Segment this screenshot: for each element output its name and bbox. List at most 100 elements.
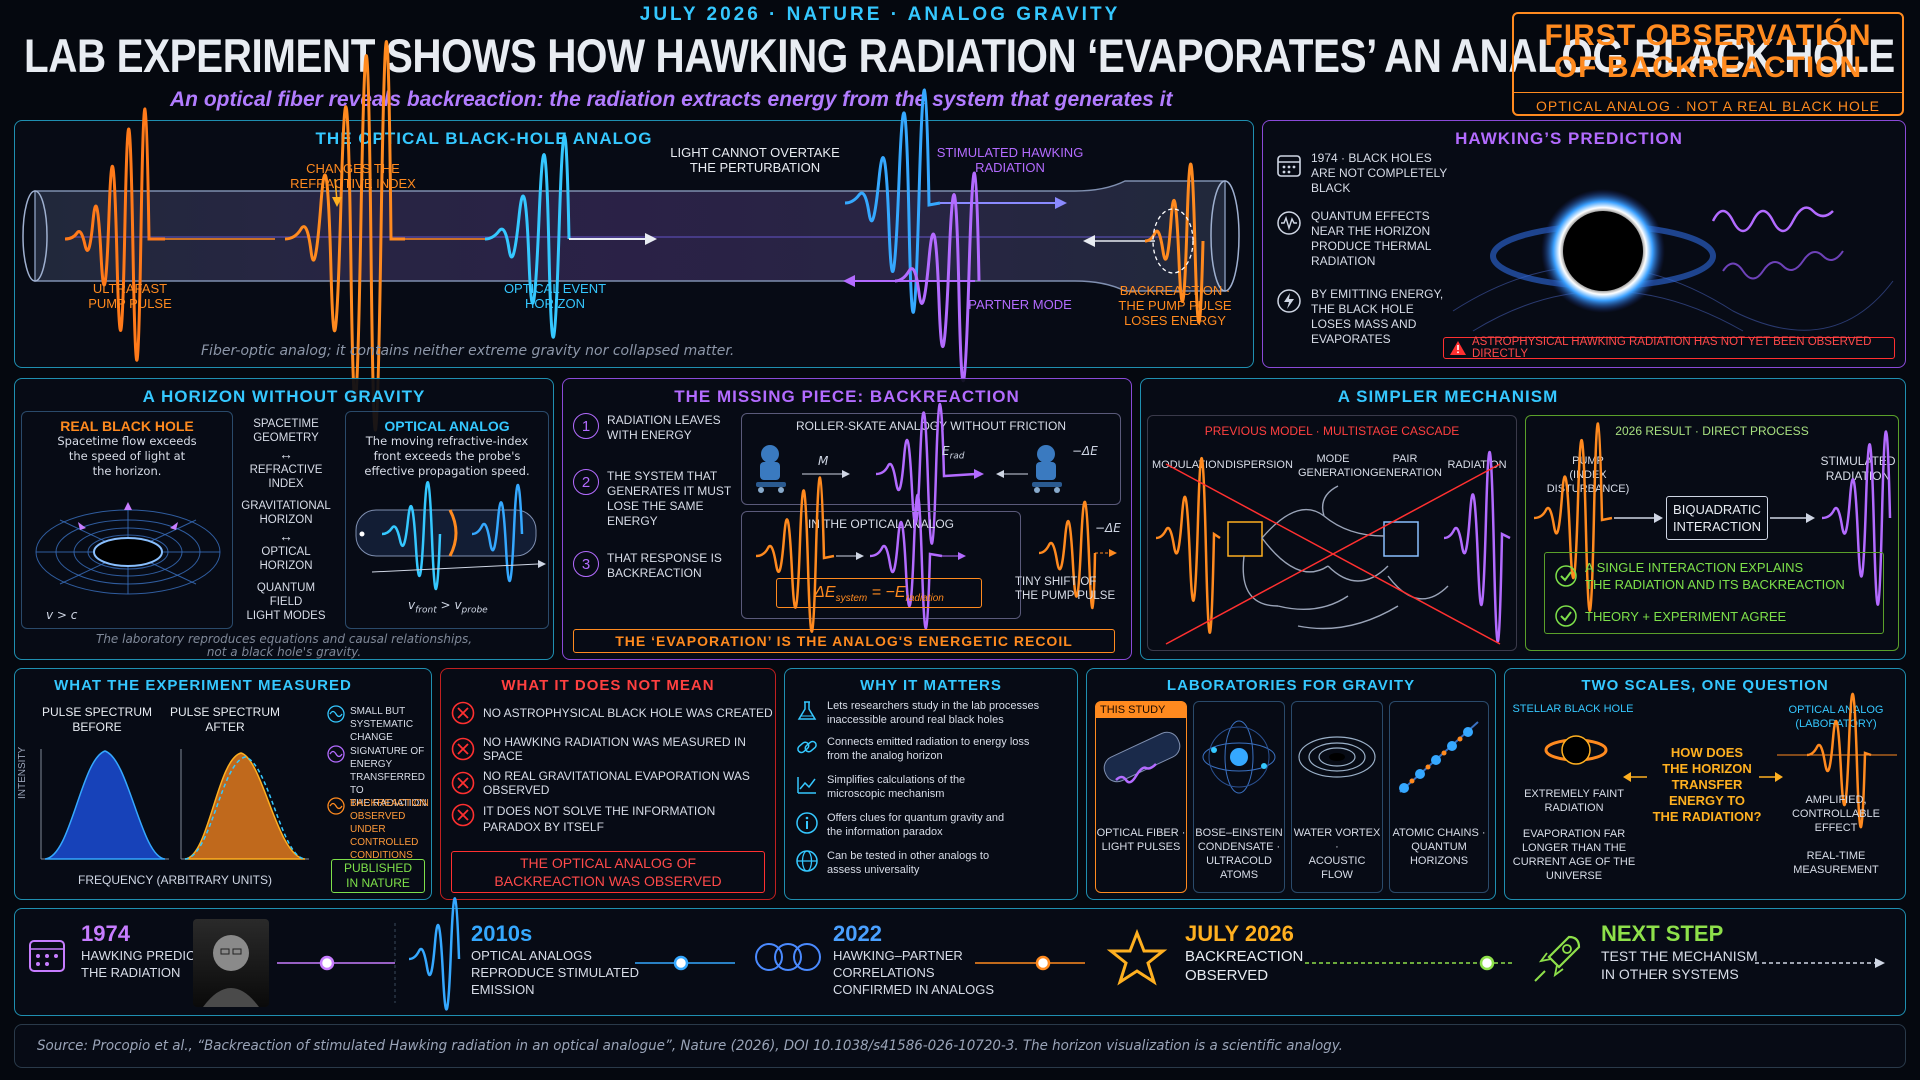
wave-icon (327, 745, 345, 763)
timeline-connectors (277, 923, 1885, 1003)
spectrum-after (184, 752, 306, 860)
not-mean-text-2: NO HAWKING RADIATION WAS MEASURED IN SPA… (483, 735, 746, 763)
prediction-item-1: 1974 · BLACK HOLES ARE NOT COMPLETELY BL… (1275, 151, 1447, 196)
matters-text-1: Lets researchers study in the lab proces… (827, 700, 1040, 726)
step-number-2: 2 (573, 469, 599, 495)
direct-process-diagram (1533, 422, 1892, 612)
horizon-panel: A HORIZON WITHOUT GRAVITY REAL BLACK HOL… (14, 378, 554, 660)
velocity-inequality: vfront > vprobe (408, 598, 488, 616)
stimulated-label: STIMULATED HAWKING RADIATION (936, 145, 1084, 175)
not-mean-text-3: NO REAL GRAVITATIONAL EVAPORATION WAS OB… (483, 769, 750, 797)
biquadratic-box: BIQUADRATIC INTERACTION (1666, 496, 1768, 540)
not-mean-banner: THE OPTICAL ANALOG OF BACKREACTION WAS O… (451, 851, 765, 893)
map-light: LIGHT MODES (246, 610, 326, 622)
timeline-2022: 2022 HAWKING–PARTNER CORRELATIONS CONFIR… (833, 921, 994, 998)
why-matters-panel: WHY IT MATTERS Lets researchers study in… (784, 668, 1078, 900)
spectrum-before (44, 750, 166, 860)
timeline-text-2026: BACKREACTION OBSERVED (1185, 948, 1304, 984)
cascade-diagram (1155, 450, 1511, 645)
stellar-faint: EXTREMELY FAINT RADIATION (1524, 788, 1624, 814)
x-circle-icon (451, 737, 475, 761)
badge-title-2: OF BACKREACTION (1553, 51, 1863, 84)
warning-icon (1450, 341, 1466, 355)
checks-box: A SINGLE INTERACTION EXPLAINS THE RADIAT… (1544, 552, 1884, 634)
tiny-shift-wave (1038, 500, 1117, 610)
prediction-text-3: BY EMITTING ENERGY, THE BLACK HOLE LOSES… (1311, 287, 1444, 346)
prediction-text-1: 1974 · BLACK HOLES ARE NOT COMPLETELY BL… (1311, 151, 1448, 195)
fiber-end-left (22, 190, 48, 282)
why-matters-title: WHY IT MATTERS (860, 677, 1002, 694)
rocket-icon (1529, 931, 1585, 987)
first-observation-badge: FIRST OBSERVATIÓN OF BACKREACTION OPTICA… (1512, 12, 1904, 116)
source-panel: Source: Procopio et al., “Backreaction o… (14, 1024, 1906, 1068)
in-optical-label: IN THE OPTICAL ANALOG (807, 517, 955, 531)
intensity-axis-label: INTENSITY (17, 746, 28, 799)
lab-text-2: BOSE–EINSTEIN CONDENSATE · ULTRACOLD ATO… (1195, 827, 1283, 881)
backreaction-label: BACKREACTION · THE PUMP PULSE LOSES ENER… (1118, 283, 1232, 328)
stimulated-pulse-wave (844, 88, 941, 314)
timeline-panel: 1974 HAWKING PREDICTS THE RADIATION 2010… (14, 897, 1906, 1016)
mapping-column: SPACETIME GEOMETRY ↔ REFRACTIVE INDEX GR… (241, 417, 331, 623)
check-text-1: A SINGLE INTERACTION EXPLAINS THE RADIAT… (1585, 560, 1845, 592)
mass-label: M (818, 454, 829, 468)
scales-title: TWO SCALES, ONE QUESTION (1581, 677, 1829, 694)
not-mean-item-4: IT DOES NOT SOLVE THE INFORMATION PARADO… (451, 803, 715, 835)
timeline-year-2022: 2022 (833, 921, 882, 946)
minus-de-optical: −ΔE (1095, 521, 1121, 535)
calendar-icon (27, 935, 67, 975)
not-mean-text-1: NO ASTROPHYSICAL BLACK HOLE WAS CREATED (483, 706, 773, 720)
energy-icon (1275, 287, 1303, 315)
matters-item-4: Offers clues for quantum gravity and the… (795, 811, 1004, 839)
step-text-1: RADIATION LEAVES WITH ENERGY (607, 413, 721, 442)
previous-model-box: PREVIOUS MODEL · MULTISTAGE CASCADE MODU… (1147, 415, 1517, 651)
mechanism-title: A SIMPLER MECHANISM (1337, 387, 1559, 406)
label-dispersion: DISPERSION (1225, 459, 1293, 471)
optical-amplified: AMPLIFIED, CONTROLLABLE EFFECT (1791, 794, 1881, 834)
measured-note-1: SMALL BUT SYSTEMATIC CHANGE (327, 705, 431, 744)
badge-title-1: FIRST OBSERVATIÓN (1544, 19, 1872, 52)
not-mean-panel: WHAT IT DOES NOT MEAN NO ASTROPHYSICAL B… (440, 668, 776, 900)
vortex-thumb (1298, 736, 1376, 778)
energy-equation: ΔEsystem = −Eradiation (776, 578, 982, 608)
published-badge: PUBLISHED IN NATURE (331, 859, 425, 893)
matters-item-5: Can be tested in other analogs to assess… (795, 849, 989, 877)
map-refractive: REFRACTIVE INDEX (249, 464, 323, 490)
label-mode-generation: MODE GENERATION (1298, 453, 1370, 479)
fiber-end-right (1210, 180, 1240, 292)
x-circle-icon (451, 701, 475, 725)
label-modulation: MODULATION (1152, 459, 1225, 471)
label-pair-generation: PAIR GENERATION (1370, 453, 1442, 479)
measured-note-2: SIGNATURE OF ENERGY TRANSFERRED TO THE R… (327, 745, 431, 810)
chart-icon (795, 773, 819, 797)
source-citation: Source: Procopio et al., “Backreaction o… (37, 1038, 1343, 1054)
tiny-shift-label: TINY SHIFT OF THE PUMP PULSE (1015, 576, 1116, 602)
lab-water-vortex: WATER VORTEX · ACOUSTIC FLOW (1291, 701, 1383, 893)
horizon-grid (35, 502, 221, 595)
analog-title: THE OPTICAL BLACK-HOLE ANALOG (315, 129, 653, 148)
fiber-diagram (22, 40, 1240, 432)
matters-text-2: Connects emitted radiation to energy los… (827, 736, 1030, 762)
not-mean-item-1: NO ASTROPHYSICAL BLACK HOLE WAS CREATED (451, 701, 773, 725)
timeline-2010s: 2010s OPTICAL ANALOGS REPRODUCE STIMULAT… (471, 921, 639, 998)
horizon-title: A HORIZON WITHOUT GRAVITY (142, 387, 426, 406)
scales-arrows (1623, 772, 1783, 782)
matters-item-3: Simplifies calculations of the microscop… (795, 773, 965, 801)
optical-title: OPTICAL ANALOG (384, 418, 510, 434)
bec-thumb (1202, 720, 1276, 794)
page-title: LAB EXPERIMENT SHOWS HOW HAWKING RADIATI… (24, 29, 1895, 82)
measured-panel: WHAT THE EXPERIMENT MEASURED PULSE SPECT… (14, 668, 432, 900)
note-text-2: SIGNATURE OF ENERGY TRANSFERRED TO THE R… (350, 746, 427, 809)
calendar-icon (1275, 151, 1303, 179)
stimulated-label-2: STIMULATED RADIATION (1820, 454, 1896, 483)
step-text-3: THAT RESPONSE IS BACKREACTION (607, 551, 722, 580)
minus-de-label: −ΔE (1072, 444, 1098, 458)
v-c-label: v > c (46, 608, 78, 622)
note-text-3: BACKREACTION OBSERVED UNDER CONTROLLED C… (350, 798, 429, 861)
result-title: 2026 RESULT · DIRECT PROCESS (1615, 424, 1809, 438)
timeline-july-2026: JULY 2026 BACKREACTION OBSERVED (1185, 921, 1303, 985)
hawking-prediction-panel: HAWKING’S PREDICTION 1974 · BLACK HOLES … (1262, 120, 1906, 368)
kicker: JULY 2026 · NATURE · ANALOG GRAVITY (639, 4, 1121, 25)
flask-icon (795, 699, 819, 723)
stellar-evaporation: EVAPORATION FAR LONGER THAN THE CURRENT … (1512, 828, 1636, 882)
not-mean-item-3: NO REAL GRAVITATIONAL EVAPORATION WAS OB… (451, 769, 775, 797)
